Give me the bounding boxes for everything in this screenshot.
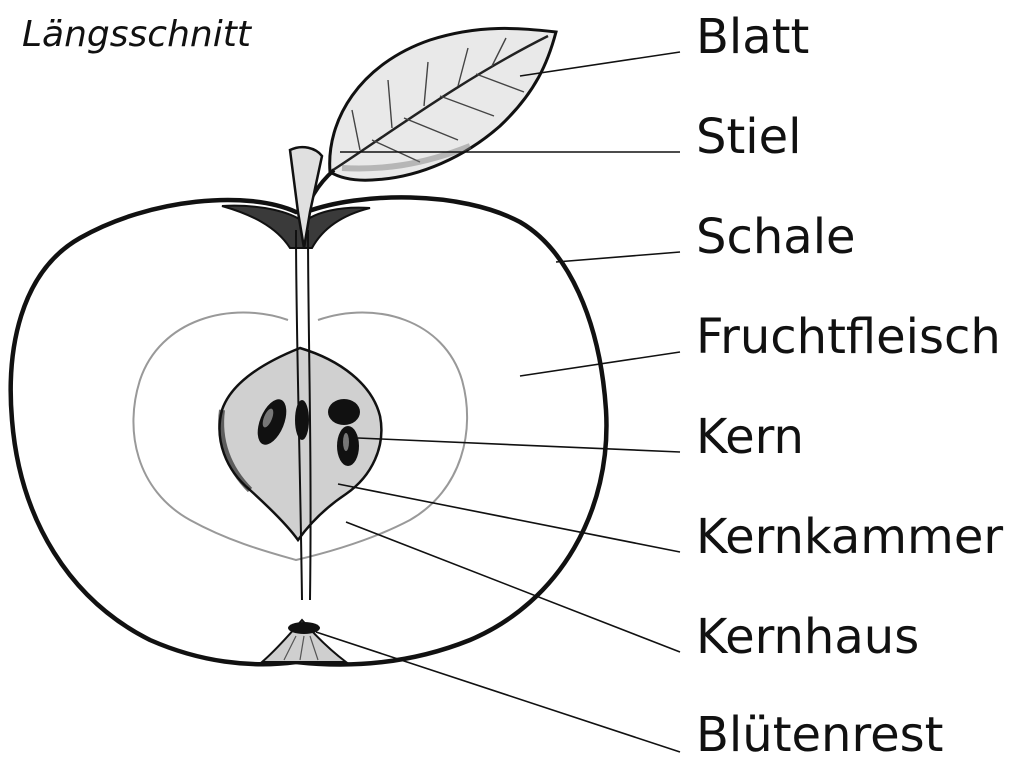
- leader-line-schale: [556, 252, 680, 262]
- label-bluetenrest: Blütenrest: [696, 706, 944, 764]
- label-kernkammer: Kernkammer: [696, 508, 1003, 566]
- label-schale: Schale: [696, 208, 856, 266]
- label-kern: Kern: [696, 408, 804, 466]
- leaf: [330, 28, 556, 180]
- label-fruchtfleisch: Fruchtfleisch: [696, 308, 1001, 366]
- label-kernhaus: Kernhaus: [696, 608, 919, 666]
- label-stiel: Stiel: [696, 108, 802, 166]
- diagram-title: Längsschnitt: [22, 14, 251, 55]
- leader-line-bluetenrest: [316, 632, 680, 752]
- label-blatt: Blatt: [696, 8, 809, 66]
